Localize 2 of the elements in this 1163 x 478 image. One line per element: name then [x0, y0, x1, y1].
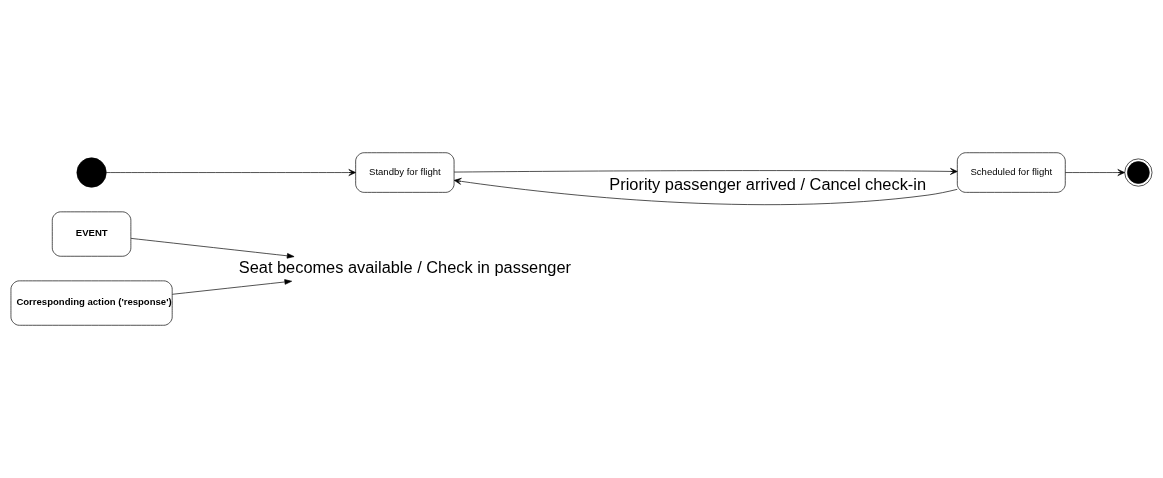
- edge-label: Priority passenger arrived / Cancel check-in: [609, 175, 927, 194]
- node-text: Seat becomes available / Check in passenger: [238, 258, 571, 277]
